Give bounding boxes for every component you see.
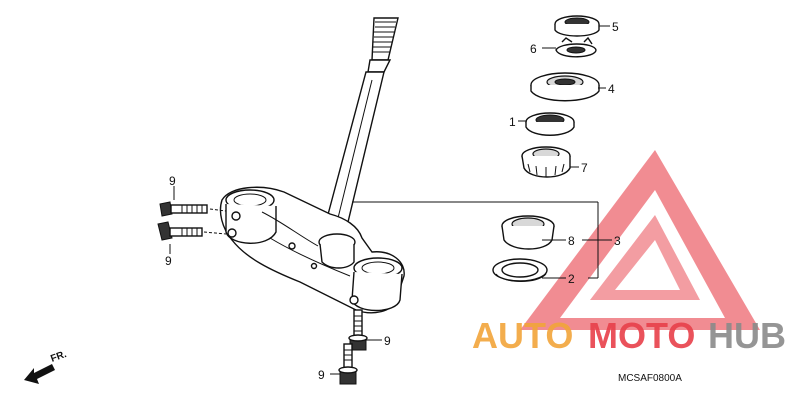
callout-2: 2 bbox=[568, 272, 575, 286]
watermark-auto: AUTO bbox=[472, 315, 573, 356]
part-8-lower-bearing bbox=[501, 215, 555, 250]
pinch-bolt-lower-left bbox=[157, 221, 227, 241]
bolt-shank bbox=[343, 343, 353, 371]
steering-stem bbox=[325, 17, 399, 223]
bridge-bolt-hole-left-1 bbox=[231, 211, 241, 221]
stem-threads bbox=[372, 21, 396, 53]
callout-8: 8 bbox=[568, 234, 575, 248]
leader-lines bbox=[169, 25, 612, 375]
watermark-logo bbox=[520, 150, 760, 330]
stem-threaded-top bbox=[371, 17, 399, 61]
callout-4: 4 bbox=[608, 82, 615, 96]
bridge-right-clamp-side bbox=[351, 271, 403, 312]
callout-5: 5 bbox=[612, 20, 619, 34]
pinch-bolt-lower-right-2 bbox=[338, 343, 358, 385]
callout-9-left: 9 bbox=[165, 254, 172, 268]
callout-9-top: 9 bbox=[169, 174, 176, 188]
watermark-hub: HUB bbox=[708, 315, 786, 356]
bolt-shank bbox=[170, 204, 208, 214]
bolt-shank bbox=[169, 227, 203, 237]
bolt-head bbox=[159, 201, 173, 217]
watermark-moto: MOTO bbox=[588, 315, 695, 356]
callout-6: 6 bbox=[530, 42, 537, 56]
bottom-bridge bbox=[219, 186, 405, 314]
part-7-upper-bearing bbox=[521, 146, 571, 178]
front-marker-label: FR. bbox=[49, 349, 68, 365]
callout-3: 3 bbox=[614, 234, 621, 248]
bridge-small-hole-2 bbox=[310, 262, 318, 270]
part-6-lock-washer bbox=[555, 36, 597, 58]
watermark-triangle-outer bbox=[520, 150, 760, 330]
part-4-adjusting-nut bbox=[530, 72, 600, 102]
bridge-stem-boss-side bbox=[319, 243, 355, 269]
callout-9-right: 9 bbox=[384, 334, 391, 348]
front-direction-arrow: FR. bbox=[24, 349, 68, 384]
watermark-wordmark: AUTO MOTO HUB bbox=[472, 315, 786, 356]
bridge-bolt-hole-right-1 bbox=[349, 295, 359, 305]
bolt-head bbox=[157, 221, 173, 241]
callout-9-bottom: 9 bbox=[318, 368, 325, 382]
part-2-lower-dust-seal bbox=[492, 258, 548, 282]
diagram-code: MCSAF0800A bbox=[618, 373, 682, 384]
stem-collar bbox=[367, 59, 392, 73]
pinch-bolt-upper-left bbox=[159, 201, 227, 217]
callout-1: 1 bbox=[509, 115, 516, 129]
bridge-bolt-hole-left-2 bbox=[227, 228, 237, 238]
watermark-triangle-inner bbox=[590, 215, 700, 300]
part-1-dust-seal bbox=[525, 112, 575, 136]
callout-7: 7 bbox=[581, 161, 588, 175]
front-arrow-icon bbox=[24, 364, 55, 384]
part-5-lock-nut bbox=[554, 15, 600, 37]
bridge-small-hole bbox=[288, 242, 296, 250]
